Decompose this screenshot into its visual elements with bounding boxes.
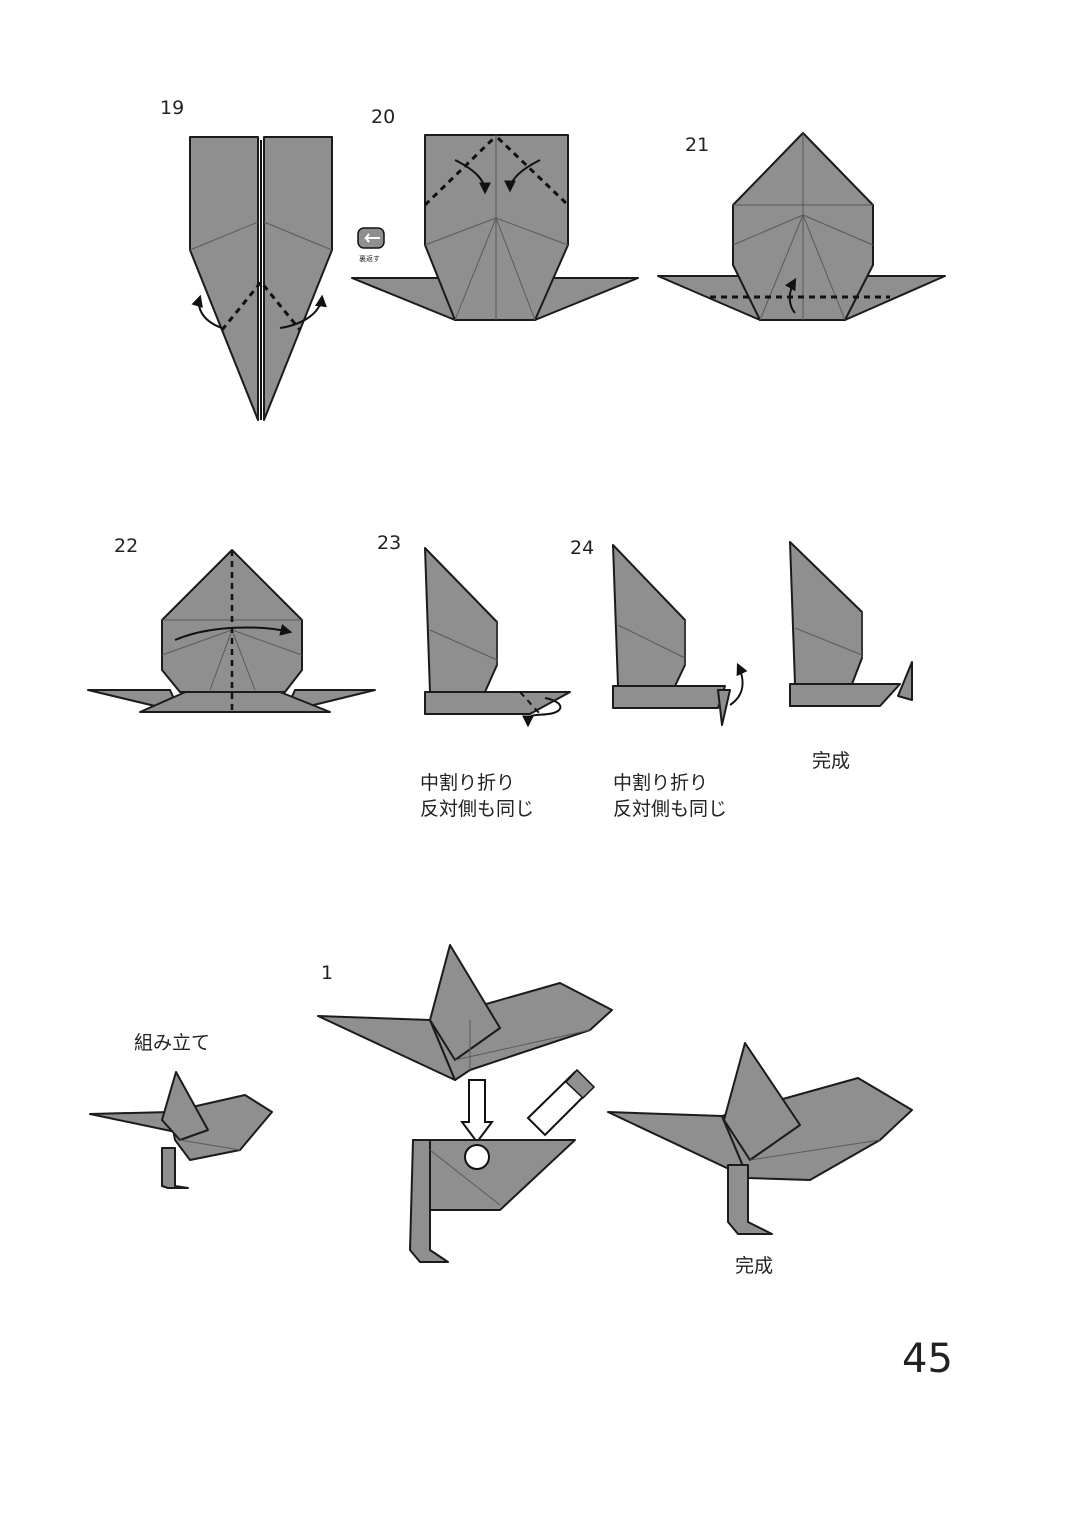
finished-caption-top: 完成 [812,750,851,772]
assembly-title: 組み立て [134,1032,211,1054]
step-number-21: 21 [685,134,710,156]
step-21-diagram [657,132,946,321]
assembly-preview-bird [89,1071,273,1189]
page-number: 45 [902,1336,953,1382]
step-number-23: 23 [377,532,402,554]
step-number-22: 22 [114,535,139,557]
down-arrow-icon [460,1079,494,1144]
step-24-result-diagram [789,541,913,707]
step-23-caption: 中割り折り 反対側も同じ [420,770,534,822]
flip-over-icon [357,227,385,249]
step-23-caption-line1: 中割り折り [420,772,516,794]
finished-caption-bottom: 完成 [735,1255,774,1277]
step-23-diagram [424,547,571,728]
step-24-caption: 中割り折り 反対側も同じ [613,770,727,822]
step-24-caption-line2: 反対側も同じ [613,798,728,820]
glue-stick-icon [526,1068,596,1137]
step-number-19: 19 [160,97,185,119]
flip-over-label: 裏返す [359,255,380,263]
step-19-diagram [189,136,333,421]
assembly-step-1-top-piece [317,944,613,1081]
step-24-caption-line1: 中割り折り [613,772,709,794]
step-number-24: 24 [570,537,595,559]
step-24-diagram [612,544,748,726]
assembly-step-1-base-piece [409,1139,576,1263]
step-22-diagram [87,549,376,713]
step-20-diagram [351,134,639,321]
step-number-20: 20 [371,106,396,128]
step-23-caption-line2: 反対側も同じ [420,798,535,820]
finished-bird [607,1042,913,1235]
assembly-step-number: 1 [321,962,334,984]
glue-dot-icon [464,1144,490,1170]
